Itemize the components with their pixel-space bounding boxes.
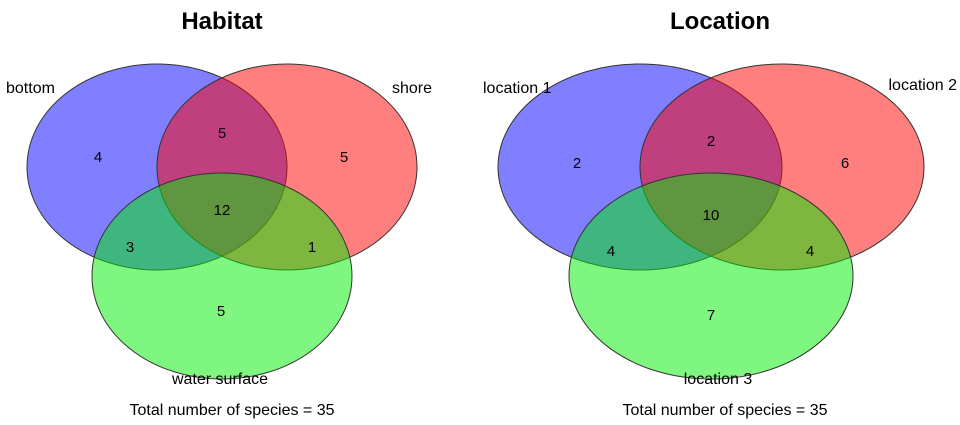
panel-title: Habitat: [181, 8, 262, 35]
set-c-label: location 3: [684, 371, 753, 388]
set-b-label: shore: [392, 80, 432, 97]
region-b-only-count: 5: [340, 149, 348, 166]
venn-panel-location: Location location 1 location 2 location …: [483, 8, 957, 419]
region-a-only-count: 4: [94, 149, 102, 166]
region-bc-count: 1: [308, 239, 316, 256]
set-c-circle: [91, 172, 353, 380]
set-c-label: water surface: [171, 371, 268, 388]
region-c-only-count: 5: [217, 303, 225, 320]
set-a-label: bottom: [6, 80, 55, 97]
set-b-label: location 2: [889, 77, 958, 94]
region-ab-count: 2: [707, 133, 715, 150]
total-species-caption: Total number of species = 35: [622, 402, 827, 419]
set-c-circle: [568, 172, 854, 380]
venn-panel-habitat: Habitat bottom shore water surface 4 5 5…: [6, 8, 432, 419]
set-a-label: location 1: [483, 80, 552, 97]
region-a-only-count: 2: [573, 155, 581, 172]
panel-title: Location: [670, 8, 770, 35]
region-c-only-count: 7: [707, 307, 715, 324]
region-ab-count: 5: [218, 125, 226, 142]
region-bc-count: 4: [806, 243, 814, 260]
region-b-only-count: 6: [841, 155, 849, 172]
total-species-caption: Total number of species = 35: [129, 402, 334, 419]
region-abc-count: 12: [214, 202, 231, 219]
region-ac-count: 4: [607, 243, 615, 260]
region-ac-count: 3: [126, 239, 134, 256]
region-abc-count: 10: [703, 207, 720, 224]
